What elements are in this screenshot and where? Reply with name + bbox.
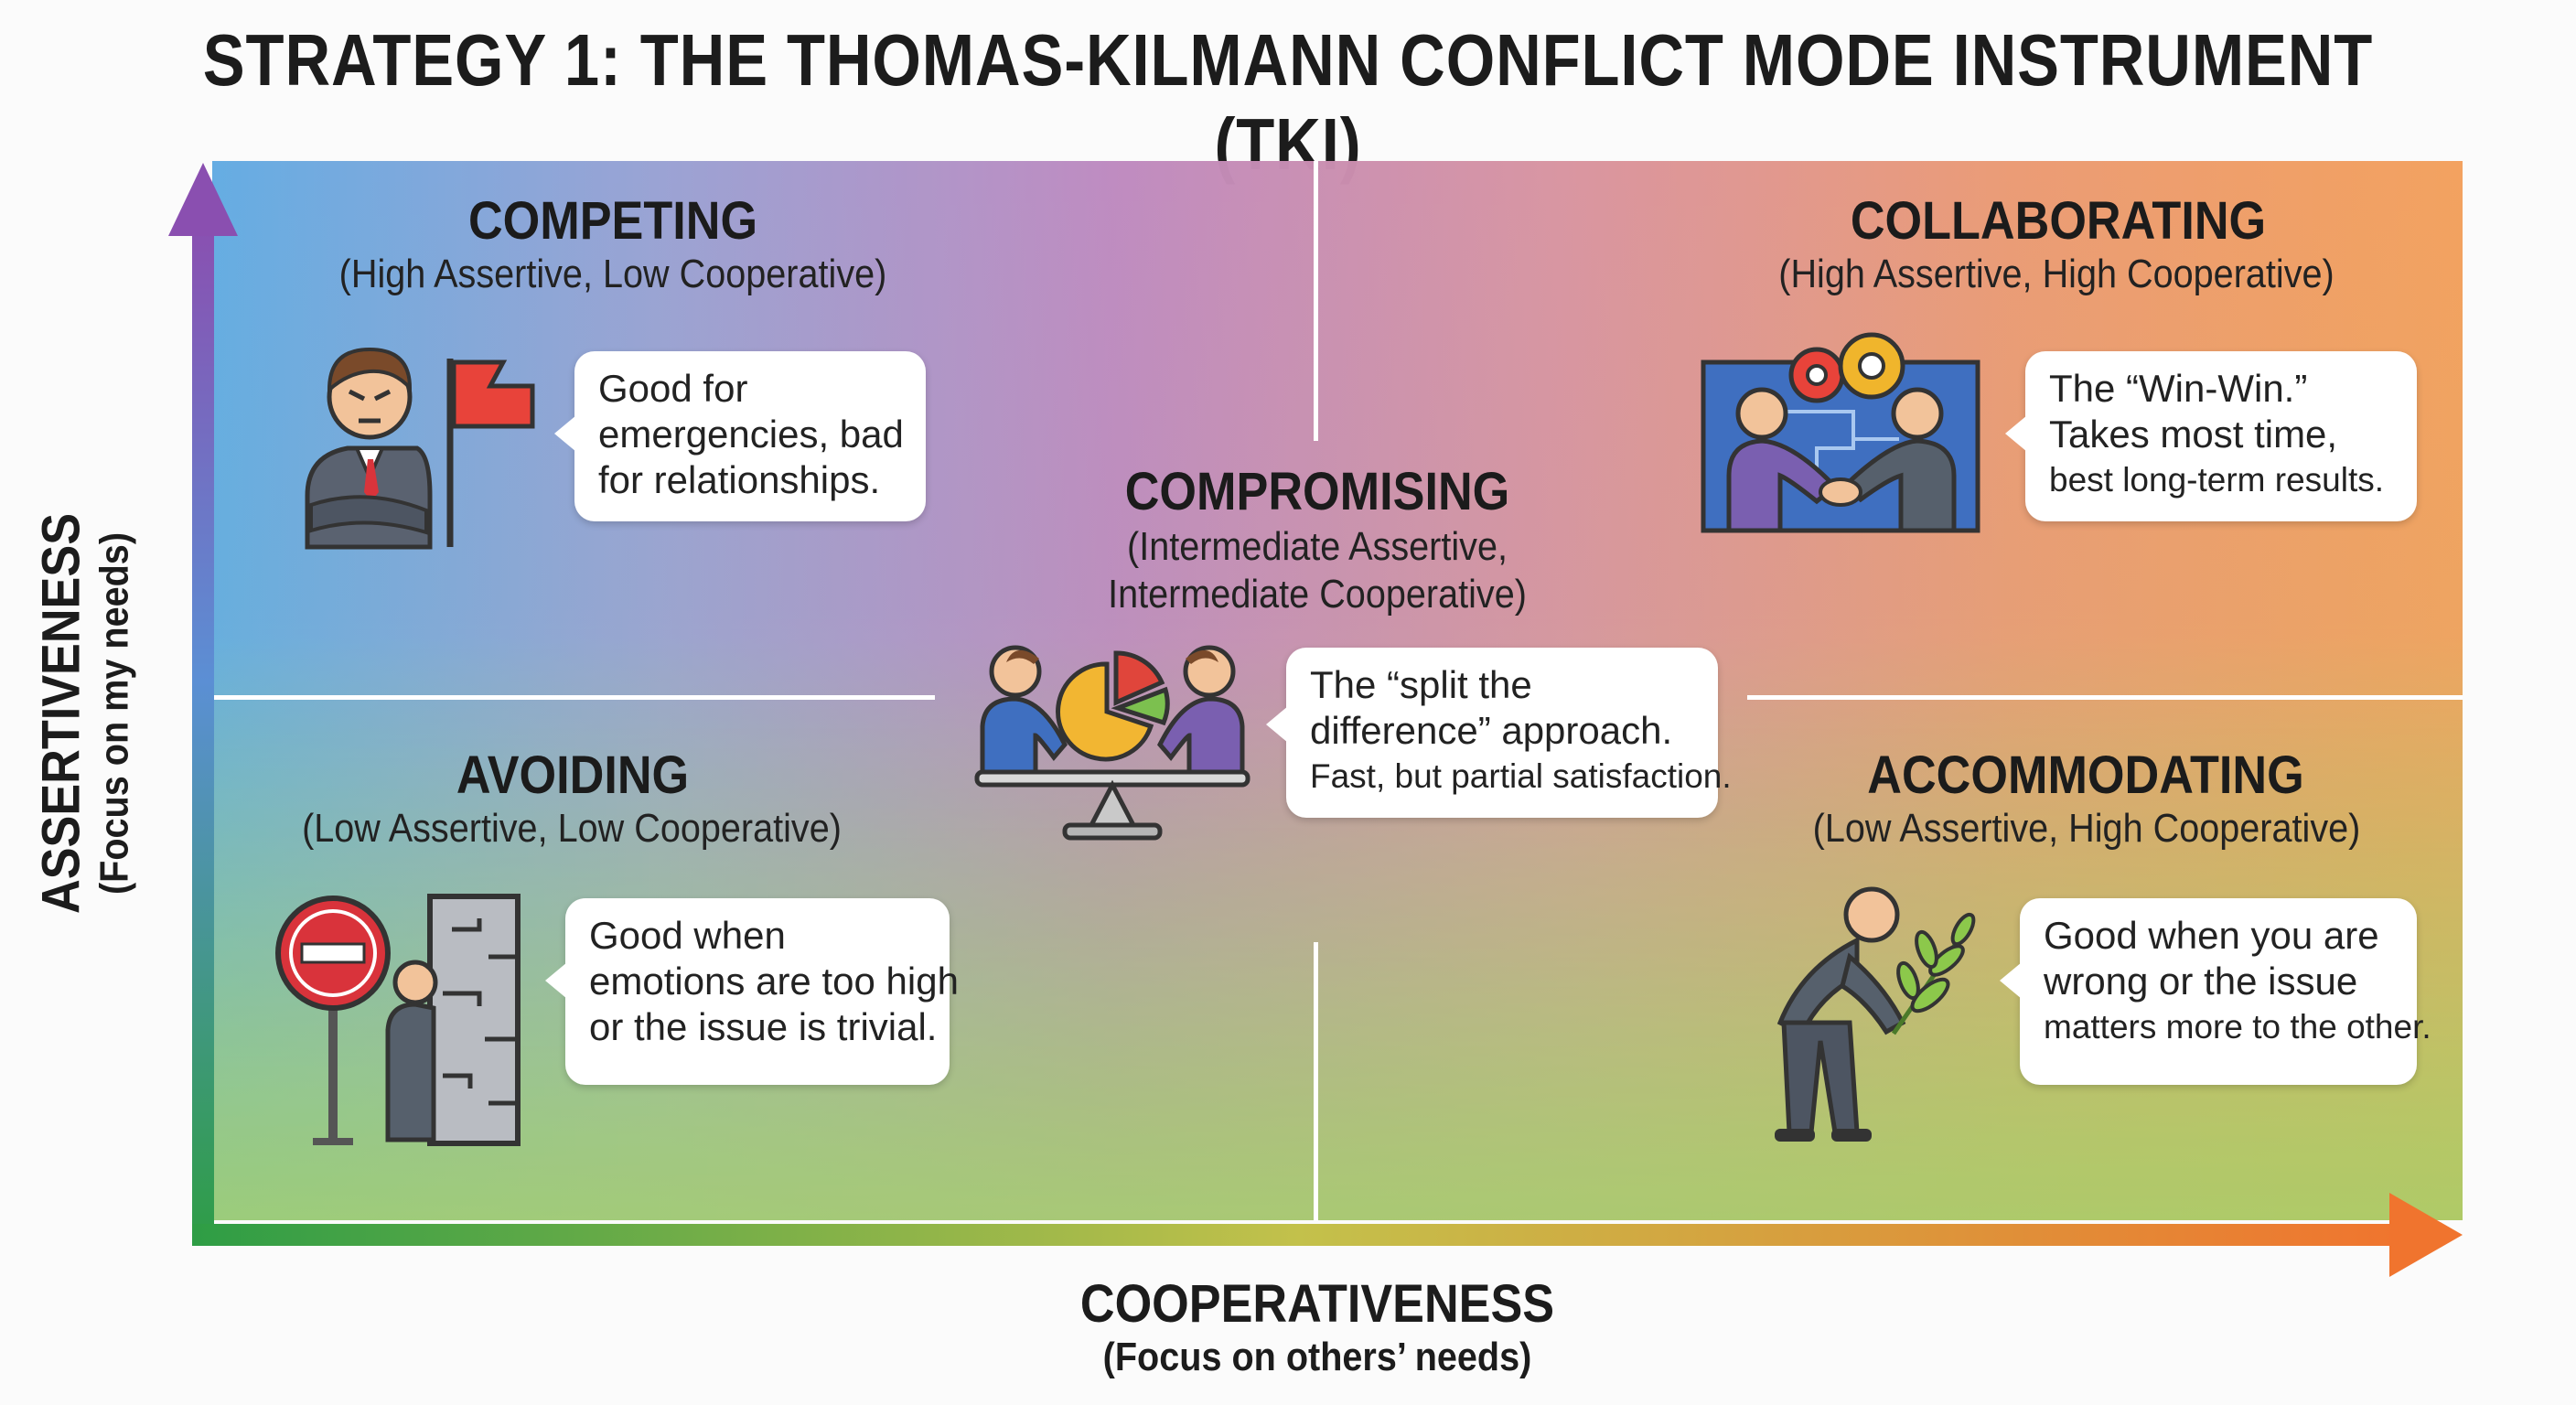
angry-person-with-flag-icon bbox=[305, 347, 535, 550]
competing-subtitle: (High Assertive, Low Cooperative) bbox=[338, 252, 887, 296]
accommodating-title: ACCOMMODATING bbox=[1867, 745, 2304, 805]
x-axis-arrow bbox=[192, 1193, 2463, 1277]
person-behind-wall-icon bbox=[275, 894, 521, 1146]
x-axis-label: COOPERATIVENESS bbox=[1079, 1274, 1555, 1334]
avoiding-title: AVOIDING bbox=[456, 745, 690, 805]
person-offering-branch-icon bbox=[1775, 886, 1976, 1142]
x-axis-title: COOPERATIVENESS (Focus on others’ needs) bbox=[915, 1273, 1720, 1380]
avoiding-subtitle: (Low Assertive, Low Cooperative) bbox=[302, 806, 842, 851]
avoiding-note: Good when emotions are too high or the i… bbox=[545, 898, 959, 1085]
y-axis-arrow bbox=[168, 163, 238, 1246]
competing-note: Good for emergencies, bad for relationsh… bbox=[554, 351, 926, 521]
collaborating-subtitle: (High Assertive, High Cooperative) bbox=[1778, 252, 2334, 296]
compromising-title: COMPROMISING bbox=[1124, 462, 1510, 521]
y-axis-sublabel: (Focus on my needs) bbox=[91, 531, 137, 896]
horizontal-divider-left bbox=[212, 695, 935, 700]
horizontal-divider-right bbox=[1747, 695, 2463, 700]
page-title: STRATEGY 1: THE THOMAS-KILMANN CONFLICT … bbox=[202, 19, 2374, 185]
x-axis-sublabel: (Focus on others’ needs) bbox=[1102, 1335, 1532, 1379]
collaborating-title: COLLABORATING bbox=[1850, 191, 2267, 251]
competing-title: COMPETING bbox=[467, 191, 758, 251]
collaborating-note: The “Win-Win.” Takes most time, best lon… bbox=[2005, 351, 2417, 521]
pie-chart-on-scale-icon bbox=[974, 645, 1250, 841]
accommodating-note: Good when you are wrong or the issue mat… bbox=[2000, 898, 2431, 1085]
compromising-subtitle: (Intermediate Assertive, Intermediate Co… bbox=[1108, 524, 1527, 617]
handshake-with-gears-icon bbox=[1701, 332, 1980, 533]
compromising-note: The “split the difference” approach. Fas… bbox=[1266, 648, 1732, 818]
y-axis-title: ASSERTIVENESS (Focus on my needs) bbox=[32, 476, 137, 951]
y-axis-label: ASSERTIVENESS bbox=[31, 512, 91, 915]
accommodating-subtitle: (Low Assertive, High Cooperative) bbox=[1812, 806, 2361, 851]
vertical-divider-bottom bbox=[1314, 942, 1318, 1220]
vertical-divider-top bbox=[1314, 161, 1318, 441]
